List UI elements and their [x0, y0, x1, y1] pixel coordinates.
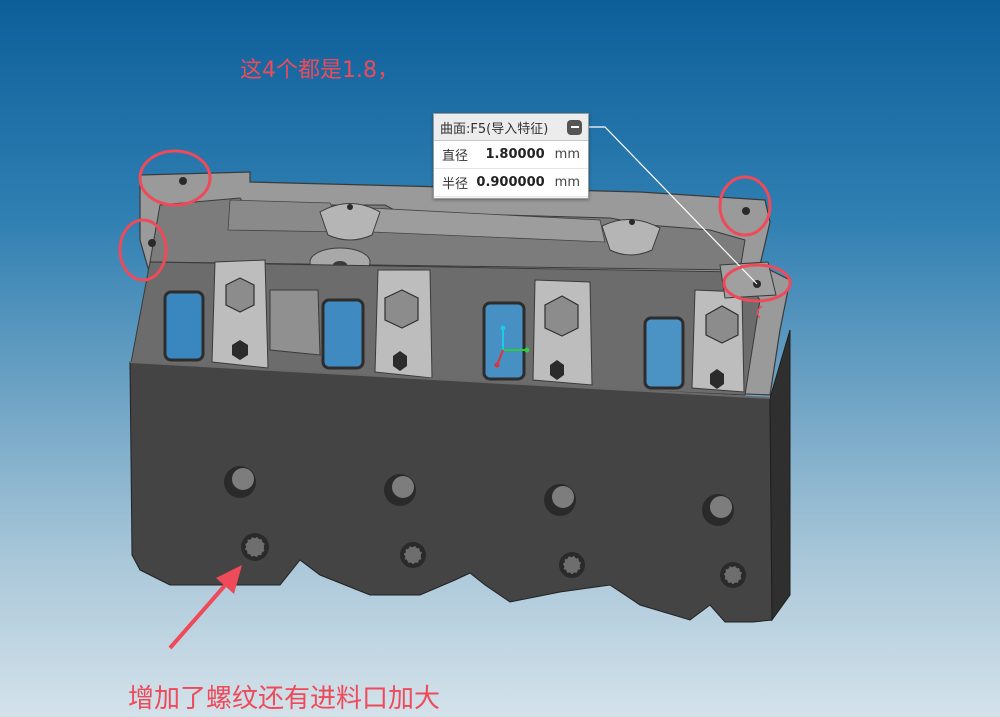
measure-unit: mm [554, 147, 580, 162]
hex-hole [393, 351, 407, 371]
annotation-arrow [168, 565, 242, 650]
annotation-circle [138, 149, 212, 207]
cone-pocket [319, 203, 381, 241]
front-edge [129, 361, 771, 399]
rib-block [532, 279, 593, 386]
slot-window [643, 316, 685, 390]
measure-row-radius: 半径 0.900000 mm [434, 169, 588, 197]
front-hole [544, 484, 576, 516]
axis-triad-icon [494, 325, 530, 368]
pin-hole [347, 204, 353, 210]
hex-pocket [225, 277, 255, 313]
annotation-circle [118, 218, 168, 282]
annotation-scribble [756, 305, 763, 319]
minus-icon[interactable] [567, 119, 582, 135]
measure-panel-header[interactable]: 曲面:F5(导入特征) [434, 114, 588, 141]
slot-window [163, 290, 205, 362]
measure-leader-line [587, 126, 758, 285]
rib-block [374, 269, 433, 379]
hex-hole [550, 360, 564, 380]
hex-hole [710, 369, 724, 389]
step-block [269, 289, 321, 356]
hex-hole [232, 340, 248, 360]
annotation-circle [718, 175, 772, 237]
measure-unit: mm [554, 175, 580, 190]
part-right-face [769, 329, 791, 622]
measure-panel-title: 曲面:F5(导入特征) [440, 121, 549, 137]
mold-part-model[interactable] [129, 171, 791, 623]
measure-panel[interactable]: 曲面:F5(导入特征) 直径 1.80000 mm 半径 0.900000 mm [433, 113, 589, 199]
threaded-hole [559, 552, 585, 578]
rib-block [691, 289, 745, 393]
measure-label: 半径 [442, 177, 469, 192]
measure-label: 直径 [442, 149, 469, 164]
pin-hole [629, 219, 635, 225]
slot-window [321, 298, 365, 370]
measure-value: 0.900000 [476, 175, 545, 190]
part-front-face [129, 361, 773, 623]
front-hole [702, 494, 734, 526]
threaded-hole [241, 533, 269, 561]
annotation-bottom-note: 增加了螺纹还有进料口加大 [128, 684, 441, 714]
threaded-hole [400, 542, 426, 568]
hex-pocket [384, 289, 419, 329]
front-hole [384, 474, 416, 506]
hex-pocket [544, 295, 579, 337]
measure-value: 1.80000 [485, 147, 545, 162]
threaded-hole [720, 562, 746, 588]
hex-pocket [705, 305, 739, 344]
rib-block [211, 259, 269, 369]
measure-row-diameter: 直径 1.80000 mm [434, 141, 588, 169]
annotation-top-note: 这4个都是1.8， [240, 58, 399, 83]
front-hole [224, 466, 256, 498]
cone-pocket [601, 219, 661, 256]
annotation-circle [722, 263, 792, 303]
pin-hole[interactable] [179, 177, 187, 185]
pin-hole[interactable] [148, 239, 156, 247]
pin-hole[interactable] [742, 207, 750, 215]
